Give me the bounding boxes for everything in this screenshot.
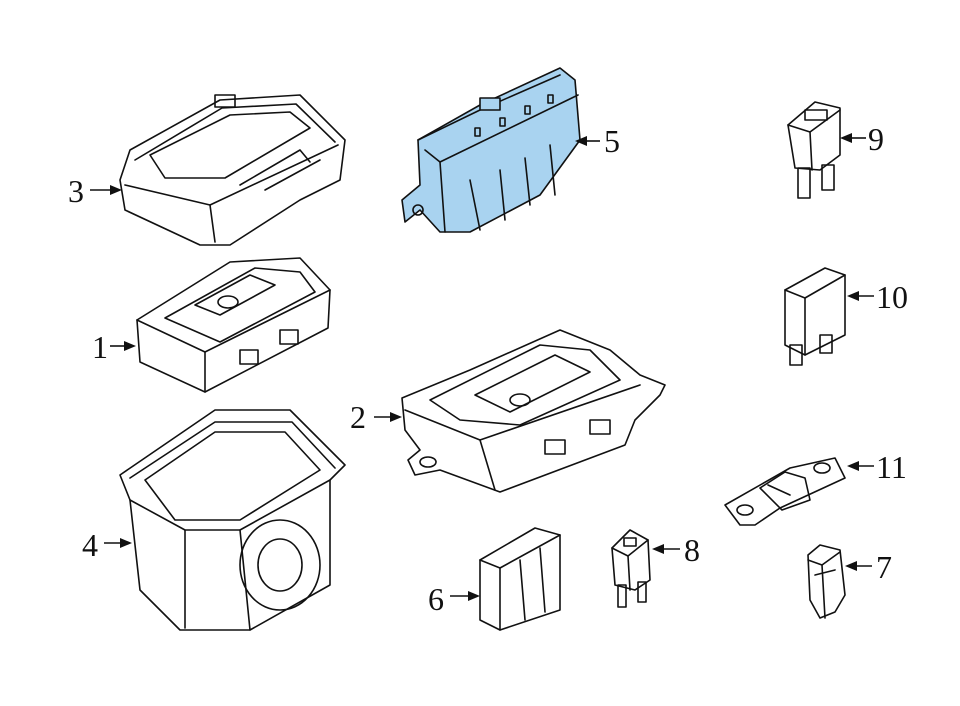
part-3-cover — [119, 94, 346, 246]
callout-1-label: 1 — [92, 329, 108, 365]
callout-10-label: 10 — [876, 279, 908, 315]
callout-8-label: 8 — [684, 532, 700, 568]
callout-11: 11 — [847, 449, 907, 485]
callout-7: 7 — [845, 549, 892, 585]
callout-5: 5 — [575, 123, 620, 159]
part-1-fuse-box — [136, 257, 331, 393]
callout-3: 3 — [68, 173, 122, 209]
callout-4: 4 — [82, 527, 132, 563]
callout-11-label: 11 — [876, 449, 907, 485]
callout-6: 6 — [428, 581, 480, 617]
part-6-relay — [479, 527, 561, 631]
callout-3-label: 3 — [68, 173, 84, 209]
callout-9-label: 9 — [868, 121, 884, 157]
callout-5-label: 5 — [604, 123, 620, 159]
callout-7-label: 7 — [876, 549, 892, 585]
part-5-relay-box — [401, 67, 581, 233]
part-7-fuse-puller — [807, 544, 846, 619]
part-8-mini-fuse — [611, 529, 651, 608]
callout-4-label: 4 — [82, 527, 98, 563]
callout-2: 2 — [350, 399, 402, 435]
callout-9: 9 — [840, 121, 884, 157]
callout-2-label: 2 — [350, 399, 366, 435]
callout-6-label: 6 — [428, 581, 444, 617]
part-10-cartridge-fuse — [784, 267, 846, 366]
part-11-strip-fuse — [724, 457, 846, 526]
part-2-main-fuse-box — [401, 329, 666, 493]
callout-10: 10 — [847, 279, 908, 315]
part-9-maxi-fuse — [787, 101, 841, 199]
callout-8: 8 — [652, 532, 700, 568]
part-4-base-tray — [119, 409, 346, 631]
callout-1: 1 — [92, 329, 136, 365]
